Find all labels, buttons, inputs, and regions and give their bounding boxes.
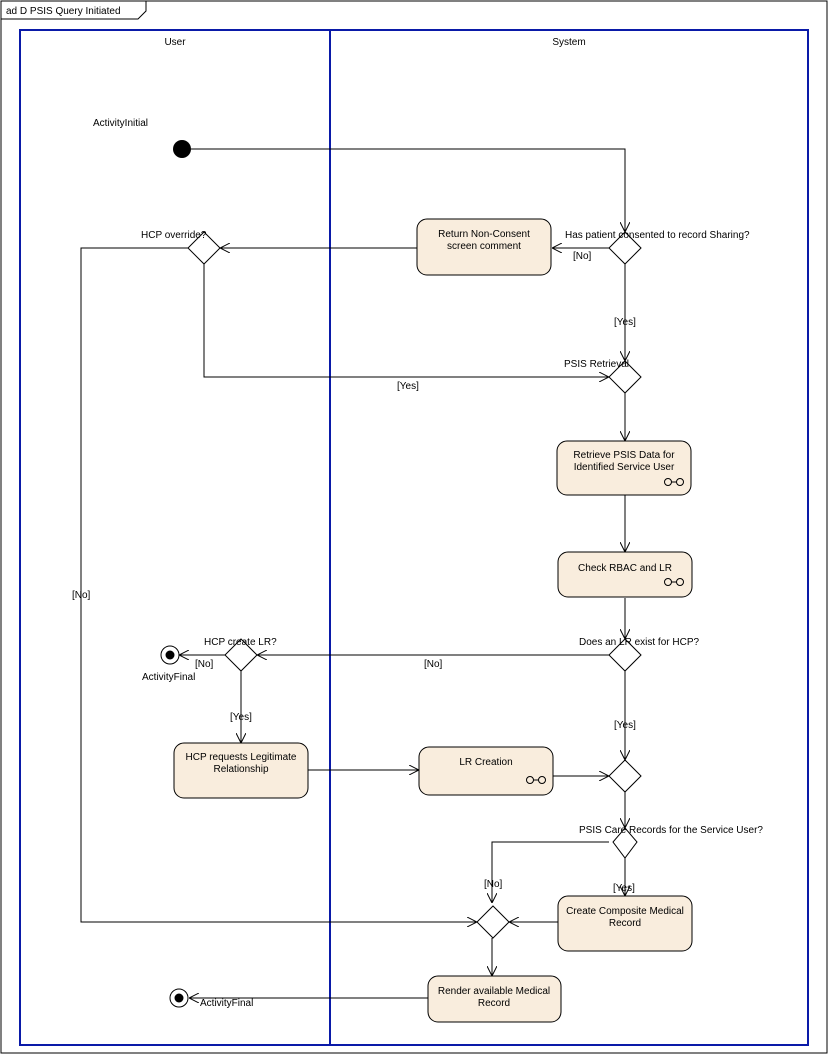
guard-override-yes: [Yes] (397, 381, 419, 392)
decision-lr-exists-label: Does an LR exist for HCP? (579, 637, 699, 648)
guard-lr-yes: [Yes] (614, 720, 636, 731)
action-create-composite (557, 895, 693, 952)
guard-lr-no: [No] (424, 659, 443, 670)
final-node-top-label: ActivityFinal (142, 672, 195, 683)
action-retrieve-psis (556, 440, 692, 496)
final-node-bottom-label: ActivityFinal (200, 998, 253, 1009)
guard-consent-no: [No] (573, 251, 592, 262)
final-node-bottom (169, 988, 189, 1008)
decision-consent (608, 231, 642, 265)
edge-initial-to-consent (191, 148, 625, 232)
frame-title: ad D PSIS Query Initiated (6, 6, 121, 17)
decision-care-records (612, 827, 638, 859)
decision-consent-label: Has patient consented to record Sharing? (565, 230, 750, 241)
merge-lr (608, 759, 642, 793)
merge-records (476, 905, 510, 939)
action-lr-creation-label: LR Creation (459, 757, 512, 768)
guard-care-yes: [Yes] (613, 883, 635, 894)
guard-create-lr-yes: [Yes] (230, 712, 252, 723)
guard-create-lr-no: [No] (195, 659, 214, 670)
guard-override-no: [No] (72, 590, 91, 601)
edge-override-yes (203, 264, 609, 377)
action-hcp-requests-lr (173, 742, 309, 799)
decision-hcp-override-label: HCP override? (141, 230, 207, 241)
action-return-non-consent (416, 218, 552, 276)
final-node-top (160, 645, 180, 665)
action-lr-creation (418, 746, 554, 796)
initial-node-label: ActivityInitial (93, 118, 148, 129)
decision-hcp-override (187, 231, 221, 265)
decision-psis-retrieval-label: PSIS Retrieval (564, 359, 629, 370)
subactivity-rake-icon (664, 578, 684, 586)
guard-consent-yes: [Yes] (614, 317, 636, 328)
subactivity-rake-icon (664, 478, 684, 486)
action-render-record (427, 975, 562, 1023)
decision-psis-retrieval (608, 360, 642, 394)
frame-title-tab (1, 1, 147, 20)
decision-hcp-create-lr (224, 638, 258, 672)
edge-override-no (80, 247, 477, 922)
action-check-rbac-label: Check RBAC and LR (578, 563, 672, 574)
lane-label-system: System (552, 37, 585, 48)
swimlane-border (19, 29, 809, 1046)
lane-label-user: User (164, 37, 186, 48)
edge-care-no (492, 841, 609, 903)
decision-care-records-label: PSIS Care Records for the Service User? (579, 825, 763, 836)
decision-lr-exists (608, 638, 642, 672)
subactivity-rake-icon (526, 776, 546, 784)
initial-node (173, 140, 191, 158)
decision-hcp-create-lr-label: HCP create LR? (204, 637, 277, 648)
guard-care-no: [No] (484, 879, 503, 890)
action-check-rbac (557, 551, 693, 598)
